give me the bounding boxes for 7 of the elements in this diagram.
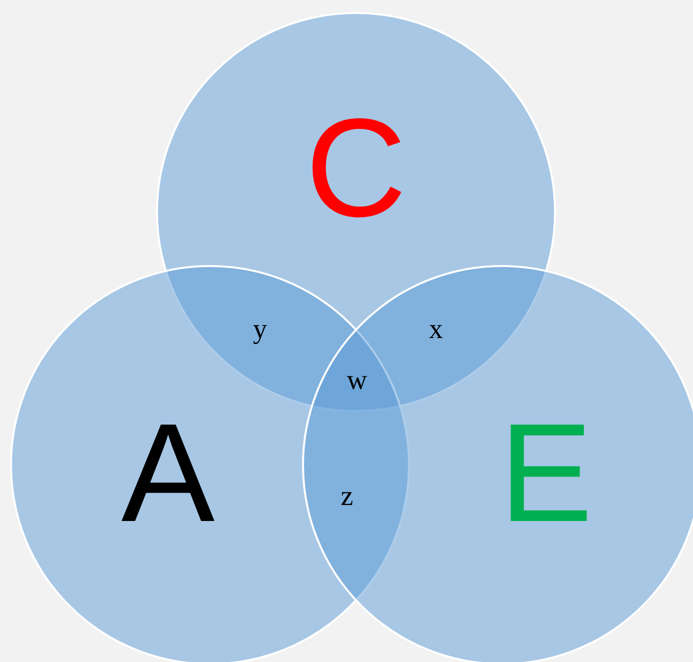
- region-label: z: [340, 483, 354, 511]
- region-label: w: [346, 367, 368, 395]
- set-label: A: [121, 403, 215, 543]
- region-label: x: [429, 316, 443, 344]
- set-label: E: [499, 403, 593, 543]
- region-label: y: [253, 316, 267, 344]
- set-label: C: [305, 98, 407, 238]
